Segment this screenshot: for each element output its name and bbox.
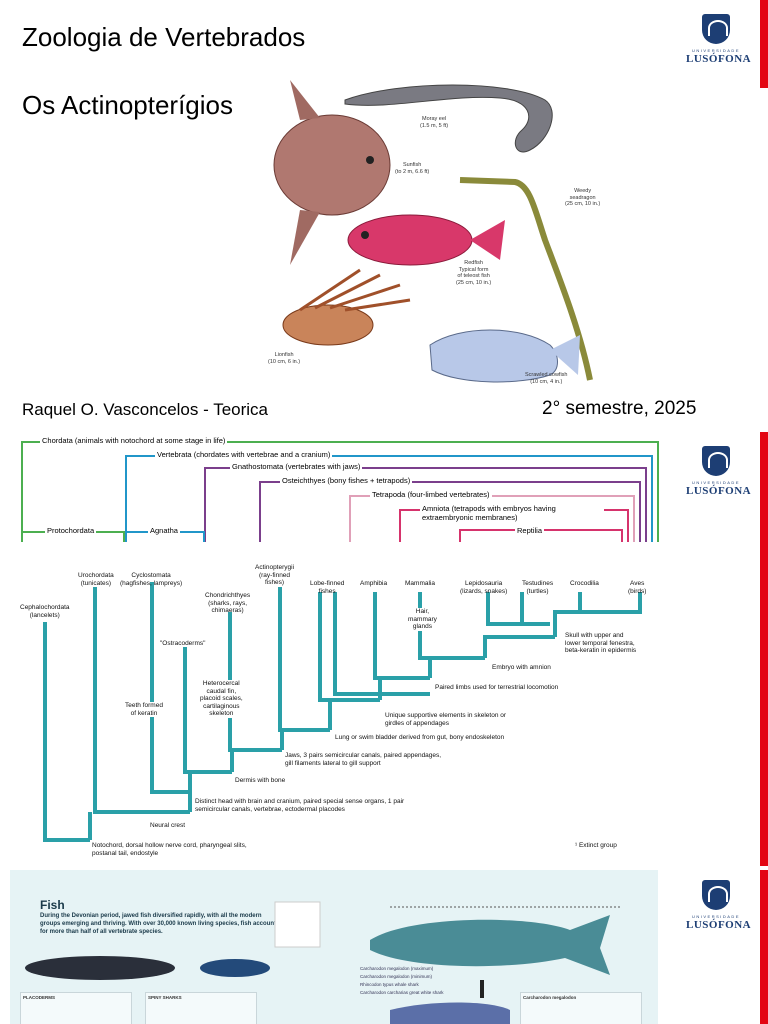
taxon-ostracoderms: "Ostracoderms" (160, 640, 206, 647)
author-line: Raquel O. Vasconcelos - Teorica (22, 400, 268, 419)
label-vertebrata: Vertebrata (chordates with vertebrae and… (155, 450, 333, 459)
fish-illustration (273, 80, 593, 383)
char-dermis: Dermis with bone (235, 777, 286, 785)
whale-shark-icon (390, 1002, 510, 1024)
label-reptilia: Reptilia (515, 526, 545, 535)
label-moray: Moray eel (1.5 m, 5 ft) (420, 116, 449, 129)
label-cowfish: Scrawled cowfish (10 cm, 4 in.) (525, 372, 568, 385)
lionfish-icon (282, 304, 374, 346)
bracket-vertebrata (125, 455, 653, 542)
taxon-amphibia: Amphibia (360, 580, 388, 587)
accent-bar (760, 870, 768, 1024)
box-spiny-sharks: SPINY SHARKS (145, 992, 257, 1024)
fish-paragraph: During the Devonian period, jawed fish d… (40, 913, 276, 935)
label-agnatha: Agnatha (148, 526, 180, 535)
slide-title-line1: Zoologia de Vertebrados (22, 22, 306, 52)
megalodon-icon (370, 915, 610, 975)
logo-name: LUSÓFONA (686, 485, 752, 497)
char-heterocercal: Heterocercal caudal fin, placoid scales,… (200, 680, 243, 718)
crest-icon (702, 14, 730, 44)
crest-icon (702, 880, 730, 910)
slide-fish: UNIVERSIDADE LUSÓFONA Fish During the De… (0, 870, 768, 1024)
spiny-shark-icon (200, 959, 270, 977)
taxon-cyclostomata: Cyclostomata (hagfishes, lampreys) (120, 572, 183, 587)
sunfish-icon (273, 114, 391, 216)
label-tetrapoda: Tetrapoda (four-limbed vertebrates) (370, 490, 492, 499)
label-lionfish: Lionfish (10 cm, 6 in.) (268, 352, 301, 365)
char-supportive: Unique supportive elements in skeleton o… (385, 712, 507, 727)
crest-icon (702, 446, 730, 476)
fish-heading: Fish (40, 898, 65, 912)
bracket-tetrapoda (349, 495, 635, 542)
logo-university: UNIVERSIDADE (691, 914, 740, 919)
taxon-actinopterygii: Actinopterygii (ray-finned fishes) (255, 564, 295, 586)
label-protochordata: Protochordata (45, 526, 97, 535)
legend-item: Carcharodon megalodon (maximum) (360, 966, 434, 971)
university-logo: UNIVERSIDADE LUSÓFONA (686, 14, 752, 65)
cowfish-icon (429, 329, 558, 383)
char-jaws: Jaws, 3 pairs semicircular canals, paire… (285, 752, 442, 767)
label-redfish: Redfish Typical form of teleost fish (25… (456, 260, 492, 286)
bracket-gnathostomata (204, 467, 647, 542)
semester-line: 2° semestre, 2025 (542, 398, 697, 419)
label-sunfish: Sunfish (to 2 m, 6.6 ft) (395, 162, 430, 175)
fish-panel: Fish During the Devonian period, jawed f… (10, 870, 658, 1024)
taxon-lobefinned: Lobe-finned fishes (310, 580, 345, 595)
placoderm-icon (25, 956, 175, 980)
box-megalodon: Carcharodon megalodon (520, 992, 642, 1024)
accent-bar (760, 0, 768, 88)
char-limbs: Paired limbs used for terrestrial locomo… (435, 684, 559, 692)
logo-university: UNIVERSIDADE (691, 48, 740, 53)
legend-item: Carcharodon megalodon (minimum) (360, 974, 433, 979)
taxon-lepidosauria: Lepidosauria (lizards, snakes) (460, 580, 508, 595)
taxon-aves: Aves (birds) (628, 580, 647, 595)
legend-item: Carcharodon carcharias great white shark (360, 990, 444, 995)
label-amniota: Amniota (tetrapods with embryos having e… (420, 504, 604, 522)
taxon-cephalochordata: Cephalochordata (lancelets) (20, 604, 70, 619)
bracket-chordata (21, 441, 659, 542)
char-neural: Neural crest (150, 822, 186, 830)
seadragon-icon (459, 177, 593, 381)
taxon-chondrichthyes: Chondrichthyes (sharks, rays, chimaeras) (205, 592, 251, 614)
taxon-testudines: Testudines (turtles) (522, 580, 554, 595)
taxon-urochordata: Urochordata (tunicates) (78, 572, 114, 587)
human-scale-icon (480, 980, 484, 998)
label-seadragon: Weedy seadragon (25 cm, 10 in.) (565, 188, 601, 207)
fish-art (25, 901, 620, 1024)
char-head: Distinct head with brain and cranium, pa… (195, 798, 405, 813)
slide-title: UNIVERSIDADE LUSÓFONA Zoologia de Verteb… (0, 0, 768, 432)
logo-name: LUSÓFONA (686, 919, 752, 931)
taxon-mammalia: Mammalia (405, 580, 435, 587)
char-teeth: Teeth formed of keratin (125, 702, 163, 717)
box-placoderms: PLACODERMS (20, 992, 132, 1024)
slide-title-line2: Os Actinopterígios (22, 90, 233, 120)
moray-eel-icon (344, 84, 553, 153)
accent-bar (760, 432, 768, 866)
fossil-thumbnail-icon (274, 901, 321, 948)
label-gnathostomata: Gnathostomata (vertebrates with jaws) (230, 462, 363, 471)
label-chordata: Chordata (animals with notochord at some… (40, 436, 228, 445)
char-skull: Skull with upper and lower temporal fene… (565, 632, 637, 655)
footnote: ¹ Extinct group (575, 842, 617, 850)
bracket-osteichthyes (259, 481, 641, 542)
university-logo: UNIVERSIDADE LUSÓFONA (686, 446, 752, 497)
taxon-crocodilia: Crocodilia (570, 580, 599, 587)
char-notochord: Notochord, dorsal hollow nerve cord, pha… (92, 842, 247, 857)
university-logo: UNIVERSIDADE LUSÓFONA (686, 880, 752, 931)
logo-university: UNIVERSIDADE (691, 480, 740, 485)
redfish-icon (347, 214, 473, 266)
char-amnion: Embryo with amnion (492, 664, 551, 672)
slide-cladogram: UNIVERSIDADE LUSÓFONA (0, 432, 768, 866)
logo-name: LUSÓFONA (686, 53, 752, 65)
label-osteichthyes: Osteichthyes (bony fishes + tetrapods) (280, 476, 413, 485)
legend-item: Rhincodon typus whale shark (360, 982, 419, 987)
char-lung: Lung or swim bladder derived from gut, b… (335, 734, 505, 742)
char-hair: Hair, mammary glands (408, 608, 437, 631)
